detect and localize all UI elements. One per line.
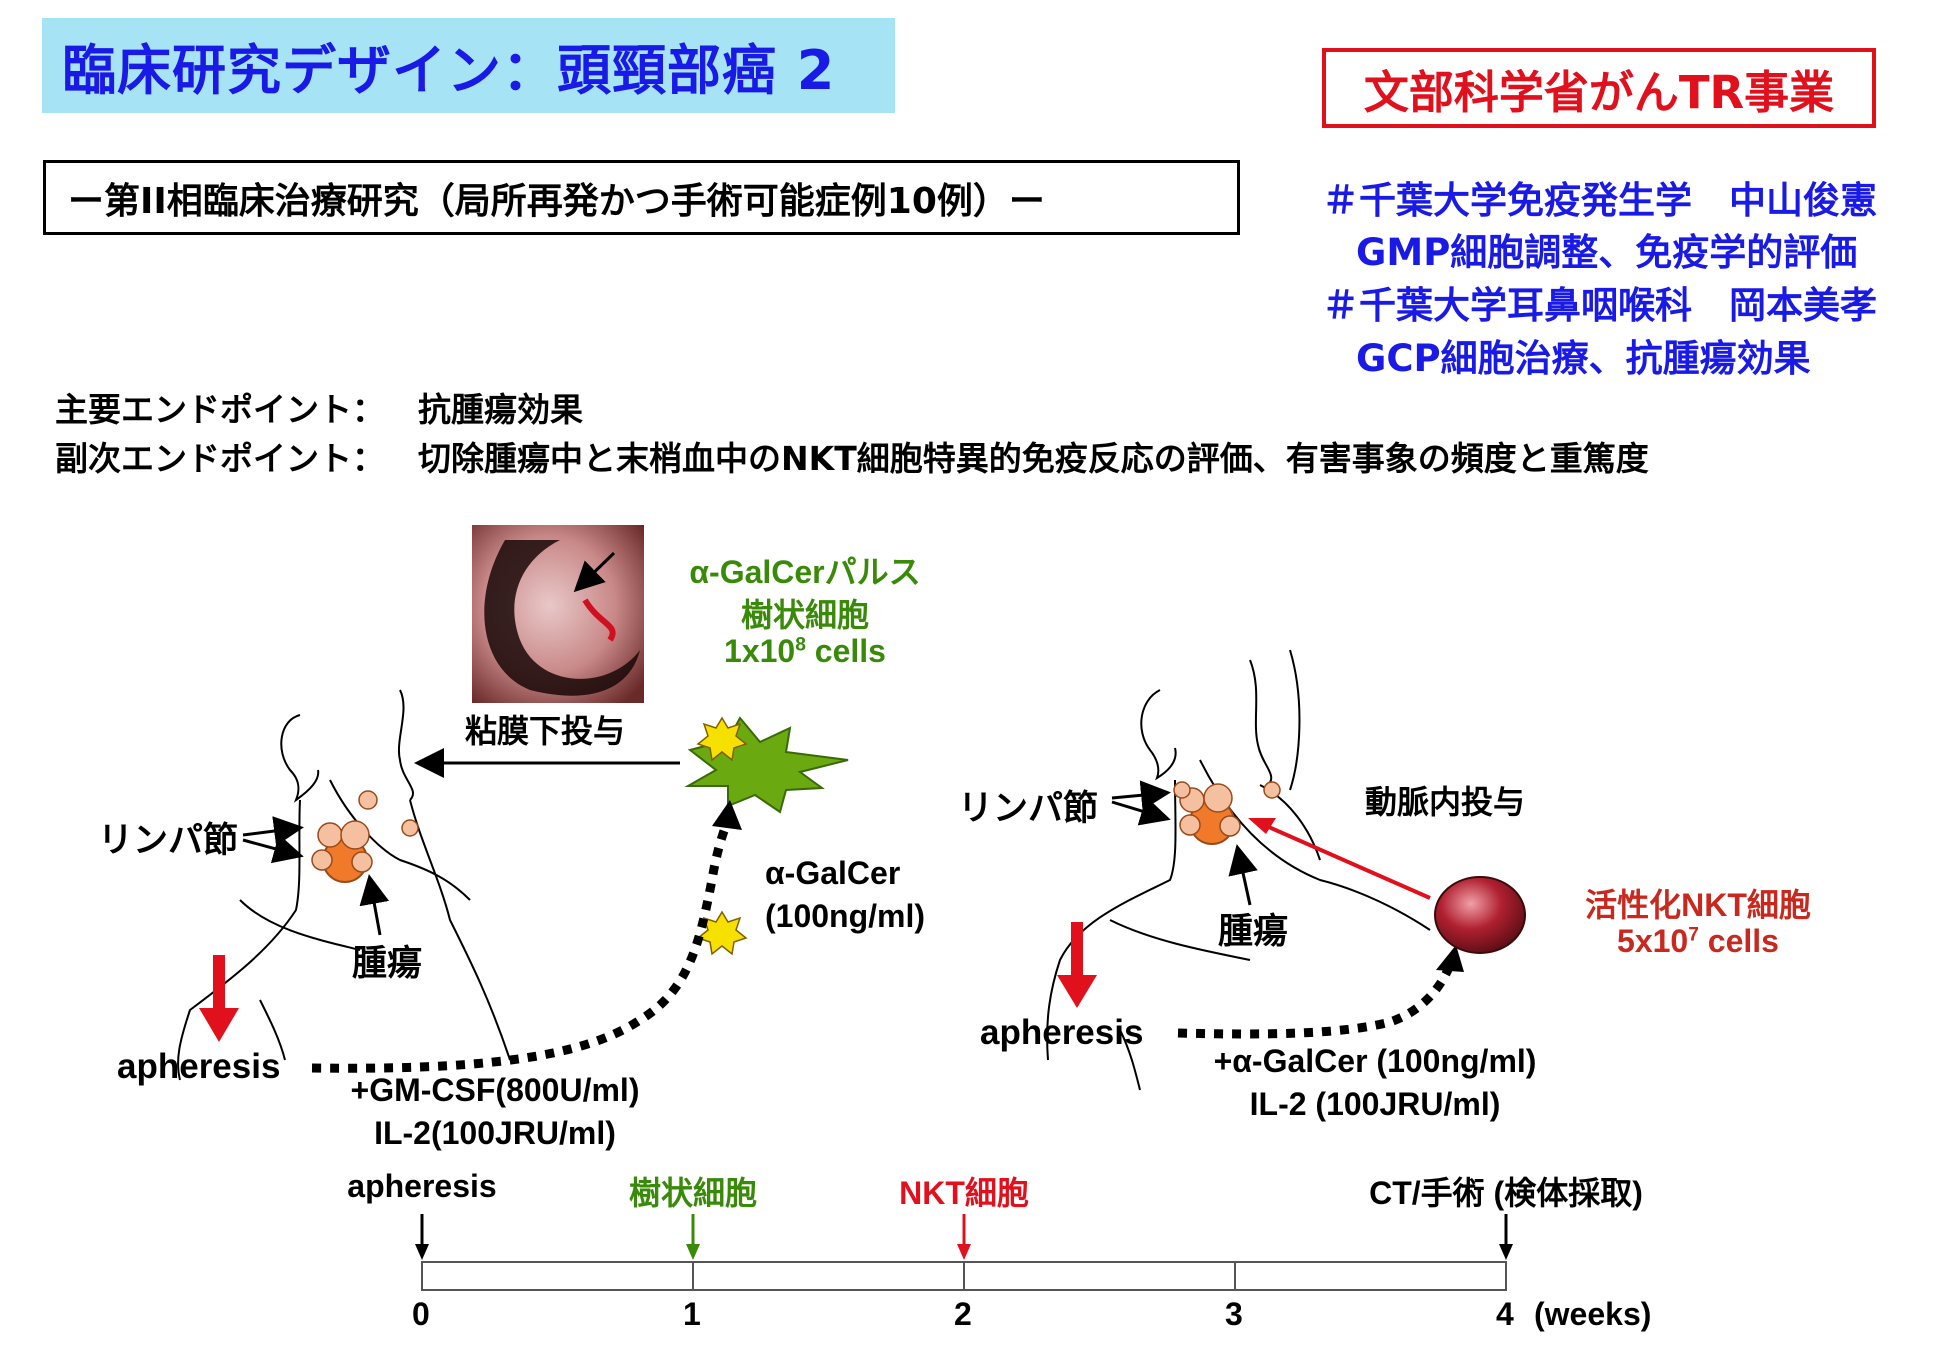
intra-arterial-injection-label: 動脈内投与: [1365, 784, 1526, 820]
nkt-dose-label: 5x107 cells: [1617, 923, 1779, 959]
timeline-axis: [415, 1214, 1513, 1291]
primary-endpoint-label: 主要エンドポイント：: [55, 390, 385, 429]
intra-arterial-arrowhead: [1248, 818, 1276, 834]
left-lymph-node-cluster: [311, 790, 419, 883]
subtitle-box: ー第II相臨床治療研究（局所再発かつ手術可能症例10例）ー: [43, 160, 1240, 235]
right-culture-label-line1: +α-GalCer (100ng/ml): [1213, 1043, 1537, 1079]
galcer-concentration-label: (100ng/ml): [765, 898, 926, 934]
timeline-event-arrowhead: [957, 1244, 971, 1260]
nkt-cell-icon: [1434, 876, 1526, 954]
right-apheresis-label: apheresis: [980, 1013, 1144, 1052]
affiliation-2: ＃千葉大学耳鼻咽喉科 岡本美孝: [1322, 284, 1877, 327]
subtitle: ー第II相臨床治療研究（局所再発かつ手術可能症例10例）ー: [68, 180, 1045, 222]
timeline-tick-label: 0: [412, 1296, 430, 1332]
secondary-endpoint-value: 切除腫瘍中と末梢血中のNKT細胞特異的免疫反応の評価、有害事象の頻度と重篤度: [418, 439, 1649, 478]
dc-label-line2: 樹状細胞: [740, 597, 869, 633]
timeline-event-label: 樹状細胞: [628, 1175, 757, 1211]
endoscopy-image: [472, 525, 644, 703]
timeline-unit-label: (weeks): [1534, 1296, 1652, 1332]
submucosal-injection-label: 粘膜下投与: [465, 713, 626, 749]
galcer-icon-top: [696, 716, 748, 762]
dc-dose-label: 1x108 cells: [724, 633, 886, 669]
nkt-label-line1: 活性化NKT細胞: [1585, 887, 1811, 923]
title-banner: 臨床研究デザイン：頭頸部癌 2: [42, 18, 895, 113]
left-culture-arrowhead: [712, 800, 742, 830]
right-lymph-node-label: リンパ節: [958, 789, 1099, 828]
timeline-event-label: NKT細胞: [899, 1175, 1029, 1211]
page-title: 臨床研究デザイン：頭頸部癌 2: [62, 39, 836, 102]
timeline-event-label: CT/手術 (検体採取): [1369, 1175, 1643, 1211]
affiliation-1-role: GMP細胞調整、免疫学的評価: [1356, 231, 1858, 274]
left-lymph-label-arrows: [242, 816, 304, 864]
right-lymph-node-cluster: [1173, 781, 1281, 845]
galcer-label: α-GalCer: [765, 855, 901, 891]
secondary-endpoint-label: 副次エンドポイント：: [55, 439, 385, 478]
intra-arterial-injection-arrow: [1261, 822, 1431, 900]
right-culture-label-line2: IL-2 (100JRU/ml): [1249, 1086, 1501, 1122]
left-apheresis-label: apheresis: [117, 1047, 281, 1086]
left-culture-dotted-arrow: [311, 818, 733, 1073]
program-label: 文部科学省がんTR事業: [1363, 65, 1835, 119]
galcer-icon-bottom: [696, 910, 748, 956]
timeline-tick-label: 1: [683, 1296, 701, 1332]
timeline-event-label: apheresis: [347, 1168, 497, 1204]
left-culture-label-line1: +GM-CSF(800U/ml): [350, 1072, 640, 1108]
timeline-tick-label: 4: [1496, 1296, 1514, 1332]
timeline-tick-label: 3: [1225, 1296, 1243, 1332]
program-badge: 文部科学省がんTR事業: [1322, 48, 1876, 128]
timeline-event-arrowhead: [686, 1244, 700, 1260]
right-tumor-label-arrow: [1228, 844, 1258, 906]
left-lymph-node-label: リンパ節: [98, 821, 239, 860]
timeline-tick-label: 2: [954, 1296, 972, 1332]
right-culture-arrowhead: [1436, 945, 1464, 972]
timeline-event-arrowhead: [415, 1244, 429, 1260]
right-blood-draw-arrow: [1057, 922, 1097, 1008]
left-culture-label-line2: IL-2(100JRU/ml): [374, 1115, 616, 1151]
left-blood-draw-arrow: [199, 955, 239, 1042]
left-tumor-label-arrow: [359, 874, 390, 936]
dc-label-line1: α-GalCerパルス: [689, 554, 921, 590]
right-tumor-label: 腫瘍: [1218, 912, 1289, 951]
lesion-pointer-arrow: [573, 551, 616, 593]
right-culture-dotted-arrow: [1177, 963, 1455, 1039]
timeline-event-arrowhead: [1499, 1244, 1513, 1260]
affiliation-2-role: GCP細胞治療、抗腫瘍効果: [1356, 337, 1811, 380]
affiliation-1: ＃千葉大学免疫発生学 中山俊憲: [1322, 179, 1877, 222]
right-lymph-label-arrows: [1111, 780, 1171, 826]
primary-endpoint-value: 抗腫瘍効果: [418, 390, 583, 429]
left-tumor-label: 腫瘍: [352, 944, 423, 983]
